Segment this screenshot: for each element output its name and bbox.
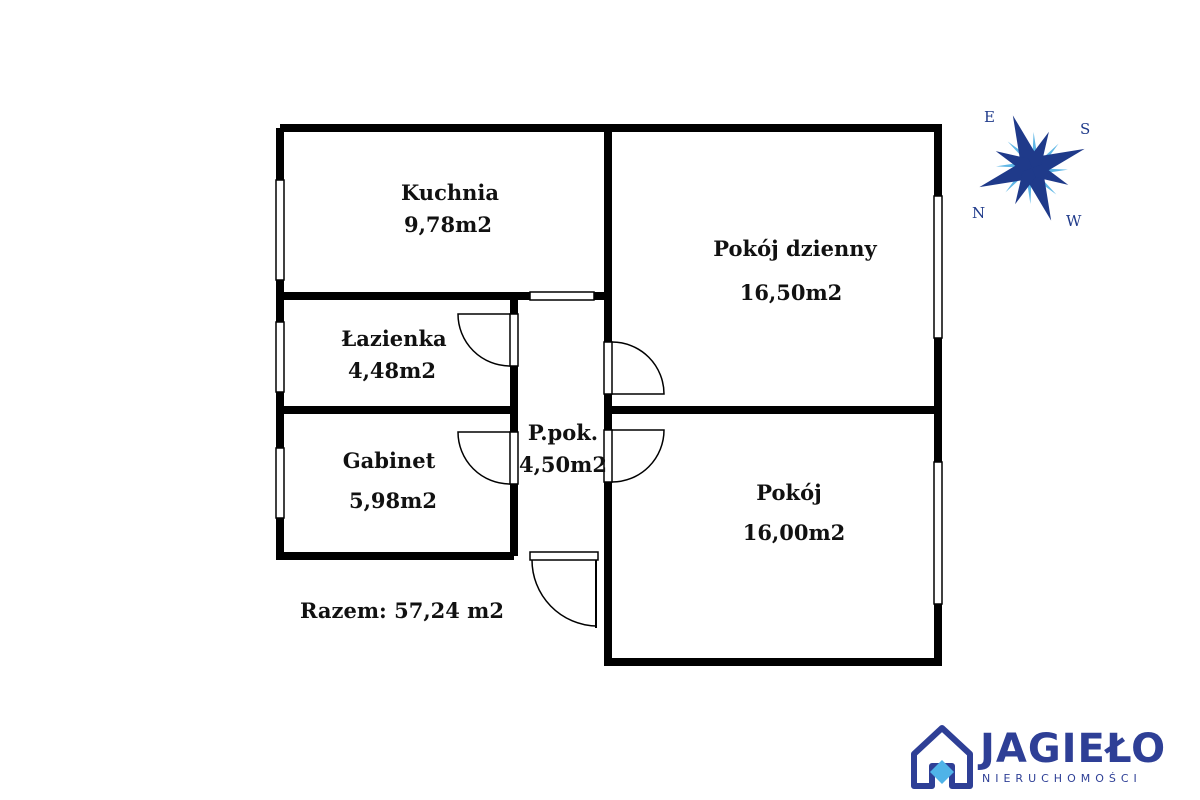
walls <box>276 124 942 666</box>
room-name-przedpokoj: P.pok. <box>527 420 599 445</box>
room-area-pokoj: 16,00m2 <box>742 520 846 545</box>
compass-rose-icon: E S N W <box>972 108 1090 230</box>
logo-name: JAGIEŁO <box>980 726 1167 772</box>
window <box>275 179 285 281</box>
room-name-lazienka: Łazienka <box>341 326 447 351</box>
window <box>529 291 595 301</box>
room-area-kuchnia: 9,78m2 <box>404 212 492 237</box>
compass-letter-s: S <box>1080 120 1090 138</box>
compass-letter-w: W <box>1066 212 1082 230</box>
window <box>275 321 285 393</box>
room-area-gabinet: 5,98m2 <box>349 488 437 513</box>
compass-letter-e: E <box>984 108 995 126</box>
room-name-pokoj-dzienny: Pokój dzienny <box>713 236 877 261</box>
room-area-lazienka: 4,48m2 <box>348 358 436 383</box>
window <box>933 195 943 339</box>
house-logo-icon <box>911 725 973 789</box>
window <box>275 447 285 519</box>
windows <box>275 179 943 605</box>
room-name-pokoj: Pokój <box>756 480 822 505</box>
room-name-gabinet: Gabinet <box>342 448 436 473</box>
compass-letter-n: N <box>972 204 985 222</box>
total-area: Razem: 57,24 m2 <box>300 598 505 623</box>
company-logo: JAGIEŁO NIERUCHOMOŚCI <box>908 724 1165 794</box>
room-area-przedpokoj: 4,50m2 <box>519 452 607 477</box>
window <box>933 461 943 605</box>
doors <box>457 313 665 628</box>
logo-subtitle: NIERUCHOMOŚCI <box>982 772 1142 785</box>
room-area-pokoj-dzienny: 16,50m2 <box>739 280 843 305</box>
room-name-kuchnia: Kuchnia <box>401 180 499 205</box>
